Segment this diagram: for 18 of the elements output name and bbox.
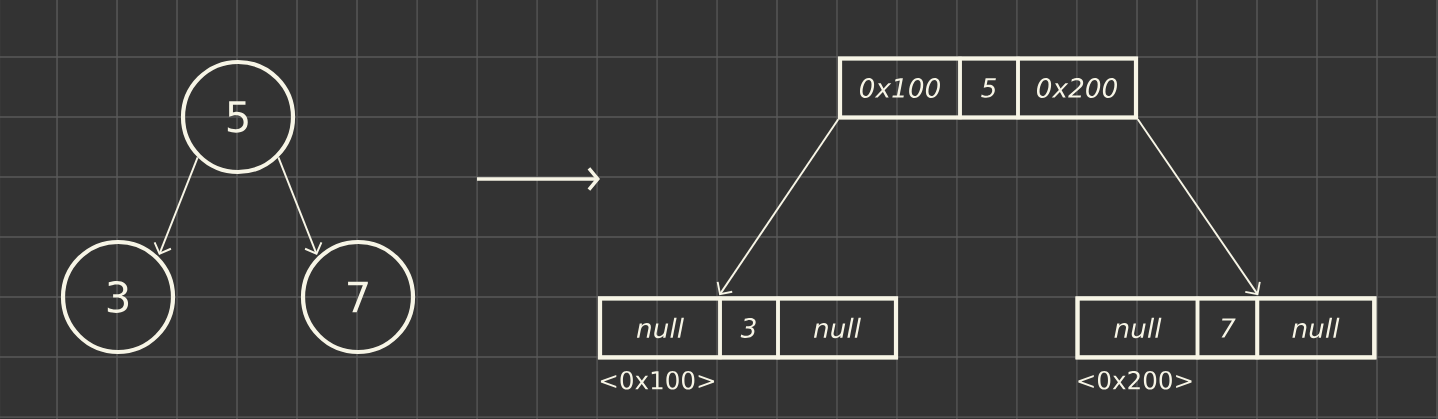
record-cell: 0x100	[838, 56, 962, 120]
arrow	[1136, 118, 1261, 296]
record-cell: null	[1255, 296, 1376, 360]
memory-record-box	[837, 56, 1139, 120]
record-cell: null	[1075, 296, 1200, 360]
record-cell: 5	[958, 56, 1020, 120]
arrow	[153, 156, 199, 255]
record-cell: 7	[1195, 296, 1260, 360]
record-cell: null	[598, 296, 722, 360]
record-cell: null	[776, 296, 898, 360]
arrow	[277, 156, 323, 255]
record-cell: 3	[718, 296, 780, 360]
record-cell: 0x200	[1016, 56, 1138, 120]
memory-record-box	[597, 296, 899, 360]
address-label: <0x200>	[1078, 370, 1192, 390]
memory-record-box	[1075, 296, 1377, 360]
address-label: <0x100>	[600, 370, 715, 390]
arrow	[716, 118, 840, 296]
